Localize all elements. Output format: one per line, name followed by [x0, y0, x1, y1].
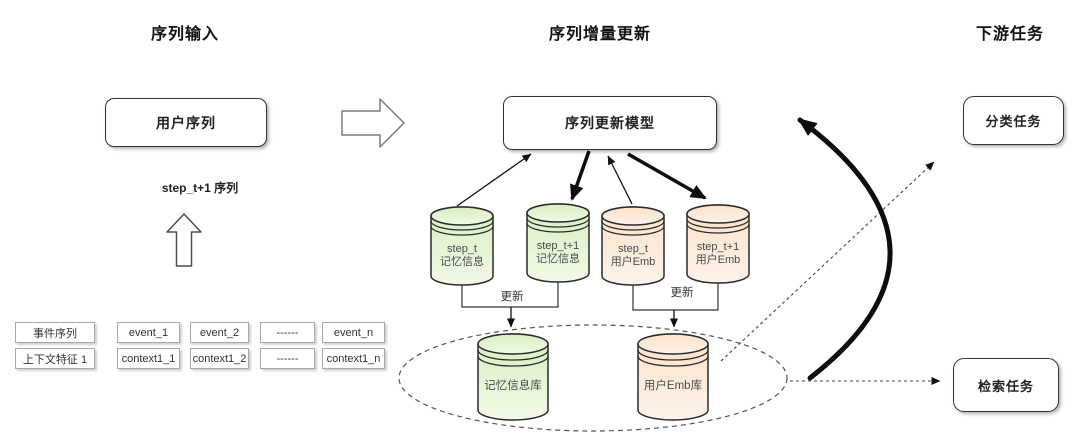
- memory-t-line1: step_t: [447, 243, 477, 255]
- header-sequence-input: 序列输入: [150, 26, 219, 43]
- right-flow-arrow-icon: [341, 98, 405, 148]
- up-flow-arrow-icon: [166, 213, 202, 267]
- memory-t1-line1: step_t+1: [536, 240, 580, 252]
- context-cell-n: context1_n: [322, 348, 385, 369]
- dashed-arrow-to-classification: [720, 161, 935, 362]
- arrow-emb-t-to-model: [607, 155, 633, 205]
- context-row-header: 上下文特征 1: [15, 348, 95, 369]
- emb-t-line1: step_t: [618, 243, 648, 255]
- memory-t1-cylinder: [526, 203, 590, 283]
- event-cell-2: event_2: [190, 322, 249, 343]
- arrow-model-to-emb-t1: [627, 152, 707, 200]
- update-edge-label-right: 更新: [670, 287, 694, 299]
- header-downstream: 下游任务: [975, 26, 1044, 43]
- emb-t1-cylinder: [686, 204, 750, 284]
- memory-store-cylinder: [477, 333, 549, 421]
- connector-emb-pair: [632, 283, 719, 311]
- connector-memory-pair: [461, 282, 559, 308]
- user-sequence-node: 用户序列: [105, 98, 267, 147]
- memory-store-label: 记忆信息库: [484, 380, 542, 392]
- context-cell-2: context1_2: [190, 348, 249, 369]
- event-cell-1: event_1: [117, 322, 180, 343]
- emb-t1-line1: step_t+1: [696, 241, 740, 253]
- memory-t-cylinder-label: step_t 记忆信息: [431, 243, 493, 269]
- classification-task-node: 分类任务: [963, 96, 1064, 145]
- arrow-memory-t-to-model: [456, 153, 532, 207]
- curved-feedback-arrow: [797, 117, 893, 381]
- emb-store-cylinder: [637, 333, 709, 421]
- emb-t-cylinder: [601, 206, 665, 286]
- retrieval-task-node: 检索任务: [953, 358, 1059, 412]
- header-sequence-update: 序列增量更新: [548, 26, 651, 43]
- step-t1-sequence-caption: step_t+1 序列: [161, 181, 239, 195]
- storage-group-ellipse: [398, 324, 788, 432]
- memory-t-line2: 记忆信息: [440, 256, 484, 268]
- event-row-header: 事件序列: [15, 322, 95, 343]
- sequence-update-model-node: 序列更新模型: [503, 96, 717, 150]
- arrow-model-to-memory-t1: [570, 150, 591, 201]
- emb-t1-cylinder-label: step_t+1 用户Emb: [687, 241, 749, 267]
- memory-t1-line2: 记忆信息: [536, 253, 580, 265]
- emb-t-line2: 用户Emb: [610, 256, 656, 268]
- event-cell-ellipsis: ------: [260, 322, 315, 343]
- emb-t-cylinder-label: step_t 用户Emb: [602, 243, 664, 269]
- context-cell-ellipsis: ------: [260, 348, 315, 369]
- memory-t1-cylinder-label: step_t+1 记忆信息: [527, 240, 589, 266]
- event-cell-n: event_n: [322, 322, 385, 343]
- memory-t-cylinder: [430, 206, 494, 286]
- emb-store-label: 用户Emb库: [643, 380, 703, 392]
- update-edge-label-left: 更新: [500, 291, 524, 303]
- emb-t1-line2: 用户Emb: [695, 254, 741, 266]
- context-cell-1: context1_1: [117, 348, 180, 369]
